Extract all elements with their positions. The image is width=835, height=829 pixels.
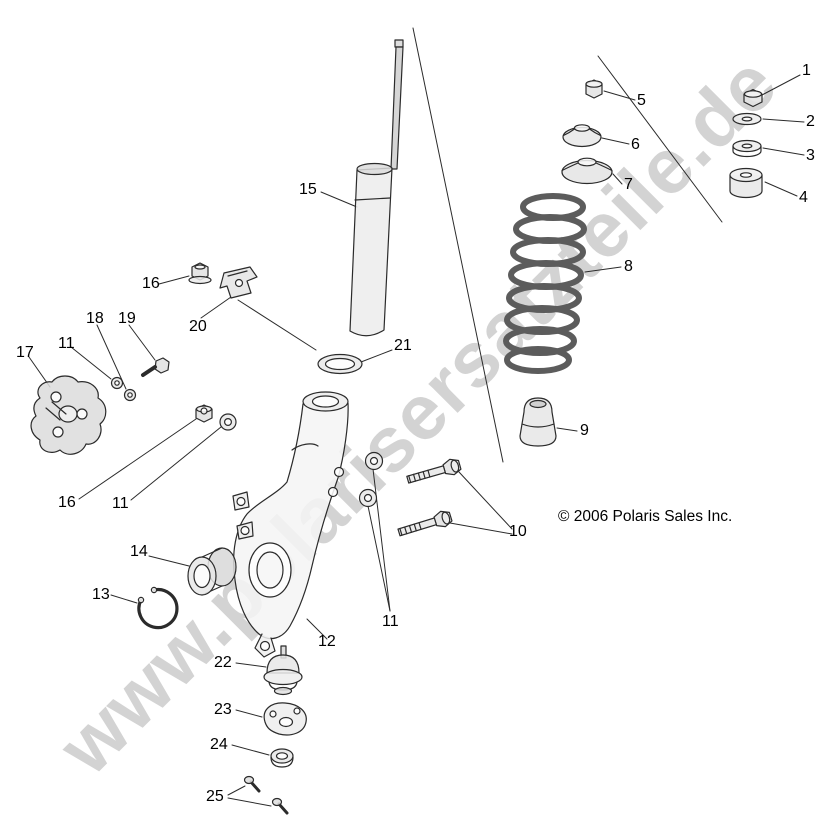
callout-18: 18	[86, 310, 104, 327]
part-washers-11c	[358, 451, 384, 508]
callout-25: 25	[206, 788, 224, 805]
callout-16-b: 16	[58, 494, 76, 511]
part-bearing-14	[187, 547, 237, 596]
callout-3: 3	[806, 147, 815, 164]
callout-14: 14	[130, 543, 148, 560]
part-snap-ring-13	[137, 586, 179, 630]
callout-4: 4	[799, 189, 808, 206]
part-ball-joint-22	[263, 645, 303, 696]
callout-17: 17	[16, 344, 34, 361]
callout-12: 12	[318, 633, 336, 650]
callout-21: 21	[394, 337, 412, 354]
part-spring-retainer-7	[561, 157, 613, 185]
callout-24: 24	[210, 736, 228, 753]
callout-8: 8	[624, 258, 633, 275]
part-washer-11b	[219, 413, 237, 431]
part-bushing-24	[270, 748, 294, 768]
callout-15: 15	[299, 181, 317, 198]
copyright-text: © 2006 Polaris Sales Inc.	[558, 508, 733, 525]
callout-2: 2	[806, 113, 815, 130]
part-screws-25	[243, 775, 289, 815]
callout-13: 13	[92, 586, 110, 603]
callout-16-a: 16	[142, 275, 160, 292]
part-ring-21	[317, 353, 363, 375]
callout-9: 9	[580, 422, 589, 439]
part-guard-17	[30, 375, 107, 455]
part-strut	[349, 39, 404, 337]
part-steering-knuckle-12	[232, 391, 349, 658]
part-coil-spring-8	[503, 193, 587, 374]
callout-11-a: 11	[58, 335, 75, 352]
callout-10: 10	[509, 523, 527, 540]
callout-7: 7	[624, 176, 633, 193]
part-bolt-10a	[406, 458, 462, 484]
part-washer-3	[732, 139, 762, 158]
callout-23: 23	[214, 701, 232, 718]
part-bolt-10b	[397, 510, 453, 537]
part-nut-5	[585, 79, 603, 99]
part-nut-16b	[195, 404, 213, 423]
part-bump-stop-9	[519, 397, 557, 447]
part-nut-1	[743, 88, 763, 108]
part-washers-11-18	[110, 376, 137, 402]
callout-11-c: 11	[382, 613, 399, 630]
assembly-axis-lines	[412, 27, 723, 463]
callout-22: 22	[214, 654, 232, 671]
part-washer-2	[732, 112, 762, 126]
part-bolt-19	[141, 357, 170, 377]
part-plate-23	[263, 702, 307, 736]
part-nut-16a	[188, 262, 212, 285]
callout-20: 20	[189, 318, 207, 335]
leader-lines	[28, 74, 805, 807]
callout-1: 1	[802, 62, 811, 79]
callout-19: 19	[118, 310, 136, 327]
part-spacer-4	[729, 167, 763, 199]
part-upper-mount-6	[562, 124, 602, 148]
callout-6: 6	[631, 136, 640, 153]
part-clamp-20	[219, 266, 258, 299]
callout-11-b: 11	[112, 495, 129, 512]
callout-5: 5	[637, 92, 646, 109]
